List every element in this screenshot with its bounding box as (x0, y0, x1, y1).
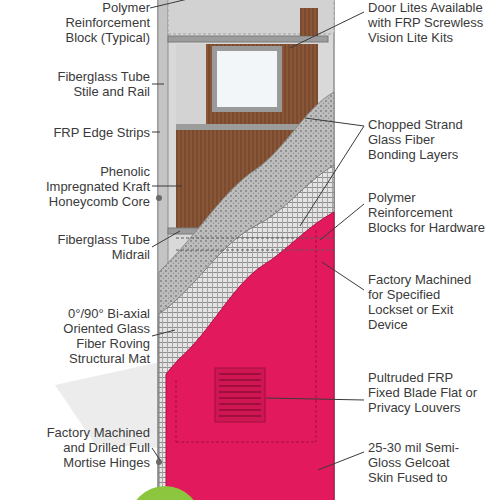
hardware-block-edge (316, 230, 317, 442)
callout-label: Pultruded FRP Fixed Blade Flat or Privac… (368, 370, 478, 415)
callout-label: Polymer Reinforcement Block (Typical) (32, 0, 150, 45)
callout-label: 25-30 mil Semi-Gloss Gelcoat Skin Fused … (368, 440, 474, 485)
callout-label: Polymer Reinforcement Blocks for Hardwar… (368, 190, 486, 235)
stile-block (176, 44, 206, 128)
leader-line (150, 0, 192, 8)
louver (215, 368, 265, 422)
louver-blade (219, 409, 261, 411)
louver-blades (219, 374, 261, 416)
louver-blade (219, 403, 261, 405)
callout-label: Chopped Strand Glass Fiber Bonding Layer… (368, 117, 478, 162)
hinge (156, 459, 162, 465)
vision-lite (217, 51, 277, 107)
leader-lines (150, 0, 364, 470)
leader-line (152, 330, 175, 336)
callout-label: 0°/90° Bi-axial Oriented Glass Fiber Rov… (32, 306, 150, 366)
leader-line (152, 132, 160, 133)
leader-line (290, 12, 364, 48)
leader-line (318, 452, 364, 470)
louver-blade (219, 397, 261, 399)
hinge (156, 195, 162, 201)
door-body (158, 0, 334, 500)
callout-label: Phenolic Impregnated Kraft Honeycomb Cor… (32, 164, 150, 209)
biaxial-mat-layer (159, 165, 334, 500)
callout-label: Fiberglass Tube Midrail (32, 232, 150, 262)
leader-line (305, 118, 364, 126)
hardware-block-edge (176, 250, 334, 251)
leader-line (320, 204, 364, 240)
leader-line (152, 84, 164, 85)
gelcoat-skin (166, 212, 334, 500)
hardware-block-edge (176, 380, 177, 442)
callout-label: Factory Machined and Drilled Full Mortis… (32, 425, 150, 470)
leader-line (152, 186, 182, 187)
leader-line (266, 398, 364, 400)
callout-label: FRP Edge Strips (32, 125, 150, 140)
lite-frame (212, 46, 282, 112)
louver-blade (219, 415, 261, 417)
louver-blade (219, 379, 261, 381)
louver-blade (219, 385, 261, 387)
leader-line (322, 262, 364, 290)
leader-line (152, 231, 180, 247)
louver-blade (219, 391, 261, 393)
leader-line (152, 448, 160, 460)
leader-line (300, 126, 364, 226)
callout-label: Fiberglass Tube Stile and Rail (32, 69, 150, 99)
hardware-block-edge (176, 238, 334, 239)
badge-circle (129, 486, 201, 500)
callout-label: Factory Machined for Specified Lockset o… (368, 272, 486, 332)
louver-blade (219, 373, 261, 375)
hardware-block-edge (176, 442, 316, 443)
honeycomb-core (300, 8, 318, 36)
chopped-strand-layer (159, 92, 334, 500)
callout-label: Door Lites Available with FRP Screwless … (368, 0, 486, 45)
